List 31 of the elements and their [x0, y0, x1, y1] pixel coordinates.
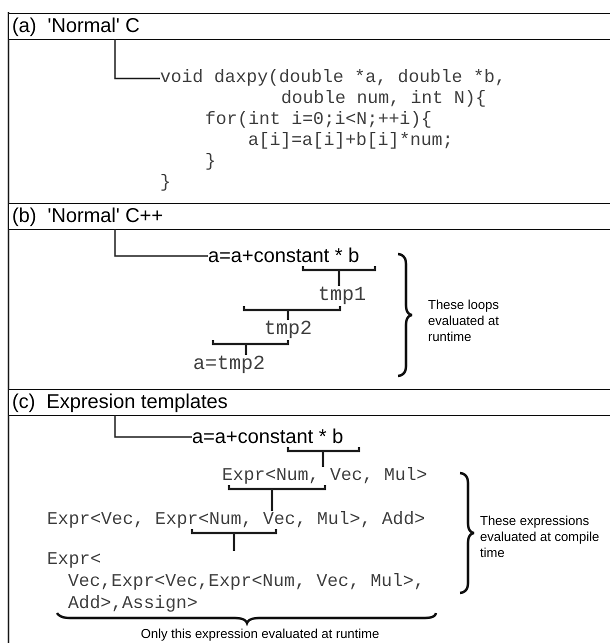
code-text: Expr<Num, Vec, Mul>	[222, 465, 428, 487]
expression-text: a=a+constant * b	[192, 425, 344, 449]
code-text: tmp2	[264, 318, 312, 342]
bracket-connector	[212, 338, 290, 356]
code-line: Vec,Expr<Vec,Expr<Num, Vec, Mul>,	[68, 571, 424, 593]
section-heading: (c) Expresion templates	[8, 389, 610, 416]
annotation-text: Only this expression evaluated at runtime	[140, 626, 380, 642]
code-line: for(int i=0;i<N;++i){	[205, 110, 432, 131]
section-heading: (a) 'Normal' C	[8, 13, 610, 40]
connector-line	[114, 416, 192, 438]
annotation-text: These loops evaluated at runtime	[428, 297, 500, 345]
section-heading: (b) 'Normal' C++	[8, 203, 610, 230]
code-line: a[i]=a[i]+b[i]*num;	[248, 131, 454, 152]
code-text: a=tmp2	[193, 353, 266, 377]
code-line: }	[205, 152, 216, 173]
code-text: tmp1	[318, 284, 366, 308]
bracket-connector	[286, 446, 360, 468]
code-line: }	[160, 173, 171, 194]
connector-line	[114, 230, 208, 257]
code-line: double num, int N){	[281, 89, 486, 110]
connector-line	[114, 40, 160, 80]
annotation-text: These expressions evaluated at compile time	[480, 513, 600, 561]
bracket-connector	[242, 304, 342, 322]
code-line: Expr<	[47, 549, 102, 571]
bracket-connector	[228, 484, 326, 512]
code-text: Expr<Vec, Expr<Num, Vec, Mul>, Add>	[47, 509, 426, 531]
bracket-connector	[190, 528, 278, 552]
bracket-connector	[302, 264, 376, 288]
code-line: Add>,Assign>	[68, 593, 198, 615]
code-line: void daxpy(double *a, double *b,	[160, 68, 506, 89]
expression-text: a=a+constant * b	[208, 244, 360, 268]
